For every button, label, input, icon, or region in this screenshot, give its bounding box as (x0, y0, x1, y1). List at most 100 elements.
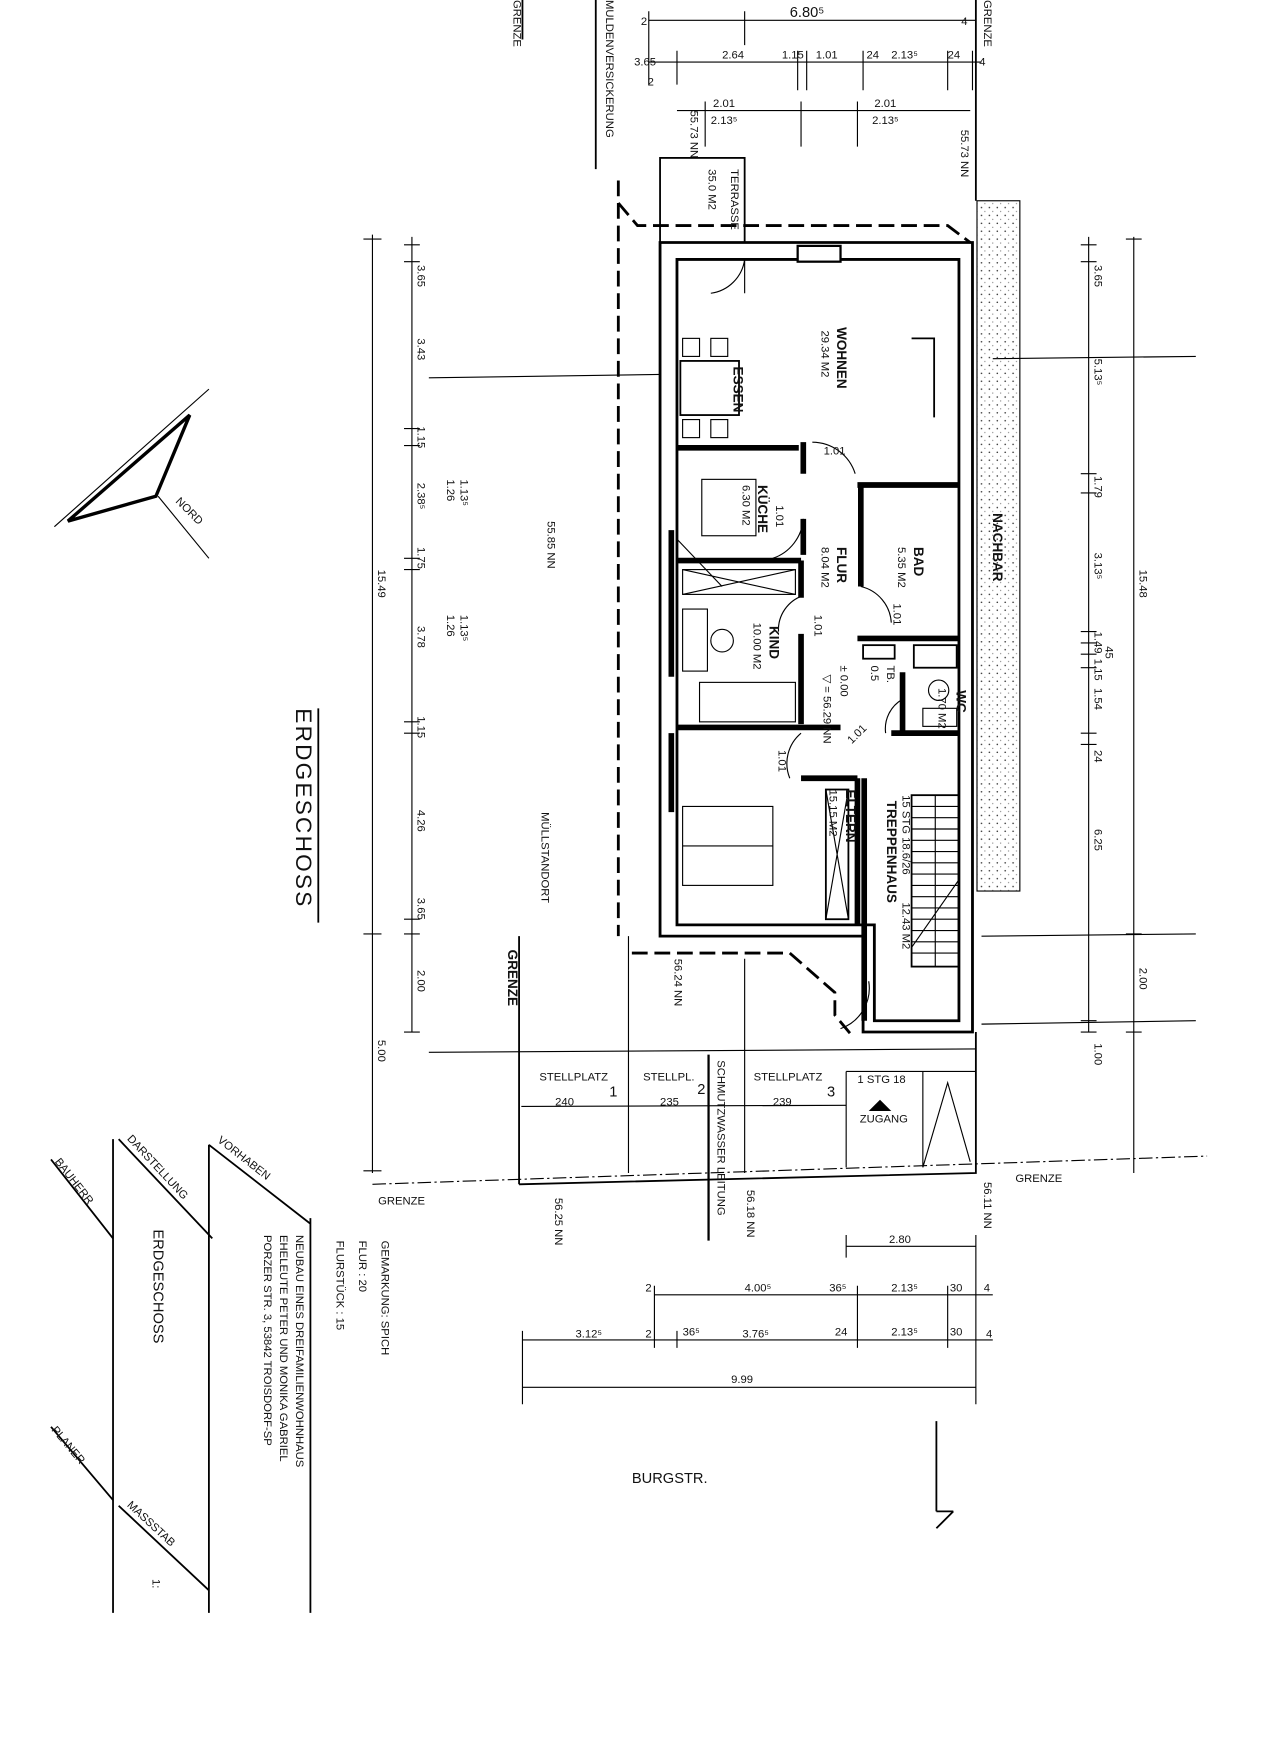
dim-label: 4.26 (415, 810, 427, 832)
level-front: 56.24 NN (672, 959, 684, 1007)
dim-label: 2 (648, 77, 654, 89)
street-name: BURGSTR. (632, 1471, 708, 1487)
dim-label: 15.49 (375, 570, 387, 598)
dim-label: 9.99 (731, 1374, 753, 1386)
room-kind-area: 10.00 M2 (751, 623, 763, 670)
parking-3-number: 3 (827, 1084, 835, 1100)
dim-label: 4.00⁵ (745, 1282, 772, 1294)
level-street-right: 56.11 NN (981, 1182, 993, 1229)
dim-label: 1.13⁵ (457, 615, 469, 642)
entrance-label: ZUGANG (860, 1113, 908, 1125)
level-street-left: 56.25 NN (552, 1198, 564, 1246)
boundary-label: GRENZE (981, 0, 993, 47)
dim-label: 2 (645, 1329, 651, 1341)
room-essen-name: ESSEN (730, 367, 745, 413)
massstab-label: MASSSTAB (125, 1499, 177, 1549)
room-treppenhaus-stairs: 15 STG 18.6/26 (900, 795, 912, 875)
room-wc-name: WC (954, 690, 969, 713)
dim-label: 1.15 (1091, 659, 1103, 681)
gemarkung: GEMARKUNG: SPICH (378, 1241, 390, 1356)
dim-label: 1.54 (1091, 688, 1103, 710)
door-width: 1.01 (773, 505, 785, 527)
dim-label: 1.26 (444, 615, 456, 637)
dim-label: 36⁵ (829, 1282, 846, 1294)
level-top-left: 55.73 NN (688, 111, 700, 159)
dim-label: 3.12⁵ (575, 1329, 602, 1341)
dim-label: 6.25 (1091, 829, 1103, 851)
boundary-label: GRENZE (505, 950, 520, 1006)
dim-label: 1.15 (415, 716, 427, 738)
dim-label: 1.13⁵ (457, 479, 469, 506)
boundary-label: GRENZE (378, 1196, 425, 1208)
dimensions-right: 3.65 5.13⁵ 1.79 3.13⁵ 1.49 45 1.15 1.54 … (1091, 265, 1148, 1065)
infiltration-label: MULDENVERSICKERUNG (603, 0, 615, 138)
darstellung-label: DARSTELLUNG (124, 1133, 190, 1202)
door-width: 1.01 (775, 750, 787, 772)
dim-label: 4 (984, 1282, 990, 1294)
dim-label: 2.00 (415, 970, 427, 992)
parking-1-width: 240 (555, 1096, 574, 1108)
dim-label: 2 (645, 1282, 651, 1294)
room-terrasse-name: TERRASSE (728, 169, 740, 230)
bauherr-label: BAUHERR (52, 1156, 95, 1207)
room-treppenhaus-area: 12.43 M2 (900, 902, 912, 949)
dimensions-top: 2 6.80⁵ 4 3.65 2 2.64 1.15 1.01 24 2.13⁵… (634, 5, 985, 127)
dim-label: 3.13⁵ (1091, 553, 1103, 580)
dim-label: 1.15 (782, 50, 804, 62)
dim-label: 30 (950, 1326, 963, 1338)
room-flur-name: FLUR (834, 547, 849, 583)
shaft-label: 0.5 (868, 665, 880, 681)
vorhaben-line3: PORZER STR. 3, 53842 TROISDORF-SP (261, 1235, 273, 1446)
dim-label: 24 (866, 50, 879, 62)
parking-labels: STELLPLATZ 1 240 STELLPL. 2 235 STELLPLA… (539, 1072, 835, 1109)
title-block: BAUHERR DARSTELLUNG VORHABEN ERDGESCHOSS… (49, 1133, 390, 1613)
dim-label: 36⁵ (683, 1326, 700, 1338)
massstab-value: 1: (150, 1579, 162, 1588)
dim-label: 2.13⁵ (891, 50, 918, 62)
room-bad-name: BAD (911, 547, 926, 577)
door-width: 1.01 (824, 446, 846, 458)
flur: FLUR : 20 (356, 1241, 368, 1292)
darstellung-value: ERDGESCHOSS (150, 1229, 166, 1343)
dim-label: 4 (961, 16, 967, 28)
dim-label: 24 (1091, 750, 1103, 763)
vorhaben-line1: NEUBAU EINES DREIFAMILIENWOHNHAUS (293, 1235, 305, 1467)
parking-1-number: 1 (609, 1084, 617, 1100)
drawing-title: ERDGESCHOSS (291, 708, 316, 908)
floor-level: ± 0.00 (838, 665, 850, 696)
sewer-label: SCHMUTZWASSER LEITUNG (715, 1060, 727, 1215)
dim-label: 3.78 (415, 626, 427, 648)
flurstueck: FLURSTÜCK : 15 (333, 1241, 345, 1331)
dim-label: 2.13⁵ (711, 115, 738, 127)
parking-3-label: STELLPLATZ (754, 1072, 823, 1084)
property-lines (372, 0, 1208, 1185)
entrance-stairs: 1 STG 18 (857, 1074, 905, 1086)
floor-level-nn: ▽ = 56.29 NN (821, 674, 833, 743)
room-flur-area: 8.04 M2 (818, 547, 830, 588)
site-labels: NACHBAR MÜLLSTANDORT MULDENVERSICKERUNG … (378, 0, 1063, 1487)
furniture (676, 337, 960, 968)
room-wohnen-name: WOHNEN (834, 327, 849, 389)
room-kueche-area: 6.30 M2 (739, 485, 751, 526)
room-bad-area: 5.35 M2 (895, 547, 907, 588)
parking-2-number: 2 (697, 1082, 705, 1098)
boundary-label: GRENZE (510, 0, 522, 47)
dim-label: 3.65 (634, 56, 656, 68)
dim-label: 1.75 (415, 547, 427, 569)
dim-label: 2.64 (722, 50, 744, 62)
dim-label: 3.43 (415, 338, 427, 360)
dim-label: 3.76⁵ (742, 1329, 769, 1341)
dimensions-left: 3.65 3.43 1.15 2.38⁵ 1.75 3.78 1.15 4.26… (375, 265, 469, 1062)
dim-label: 3.65 (415, 265, 427, 287)
dim-label: 1.00 (1091, 1043, 1103, 1065)
north-label: NORD (173, 496, 205, 528)
dim-label: 2.00 (1136, 968, 1148, 990)
dim-label: 3.65 (415, 898, 427, 920)
dimension-lines (363, 11, 1142, 1529)
parking-2-width: 235 (660, 1096, 679, 1108)
room-kind-name: KIND (766, 626, 781, 659)
north-arrow-icon: NORD (54, 388, 210, 559)
dim-label: 1.26 (444, 479, 456, 501)
room-wohnen-area: 29.34 M2 (818, 330, 830, 377)
room-labels: WOHNEN 29.34 M2 ESSEN KÜCHE 6.30 M2 FLUR… (706, 169, 969, 949)
